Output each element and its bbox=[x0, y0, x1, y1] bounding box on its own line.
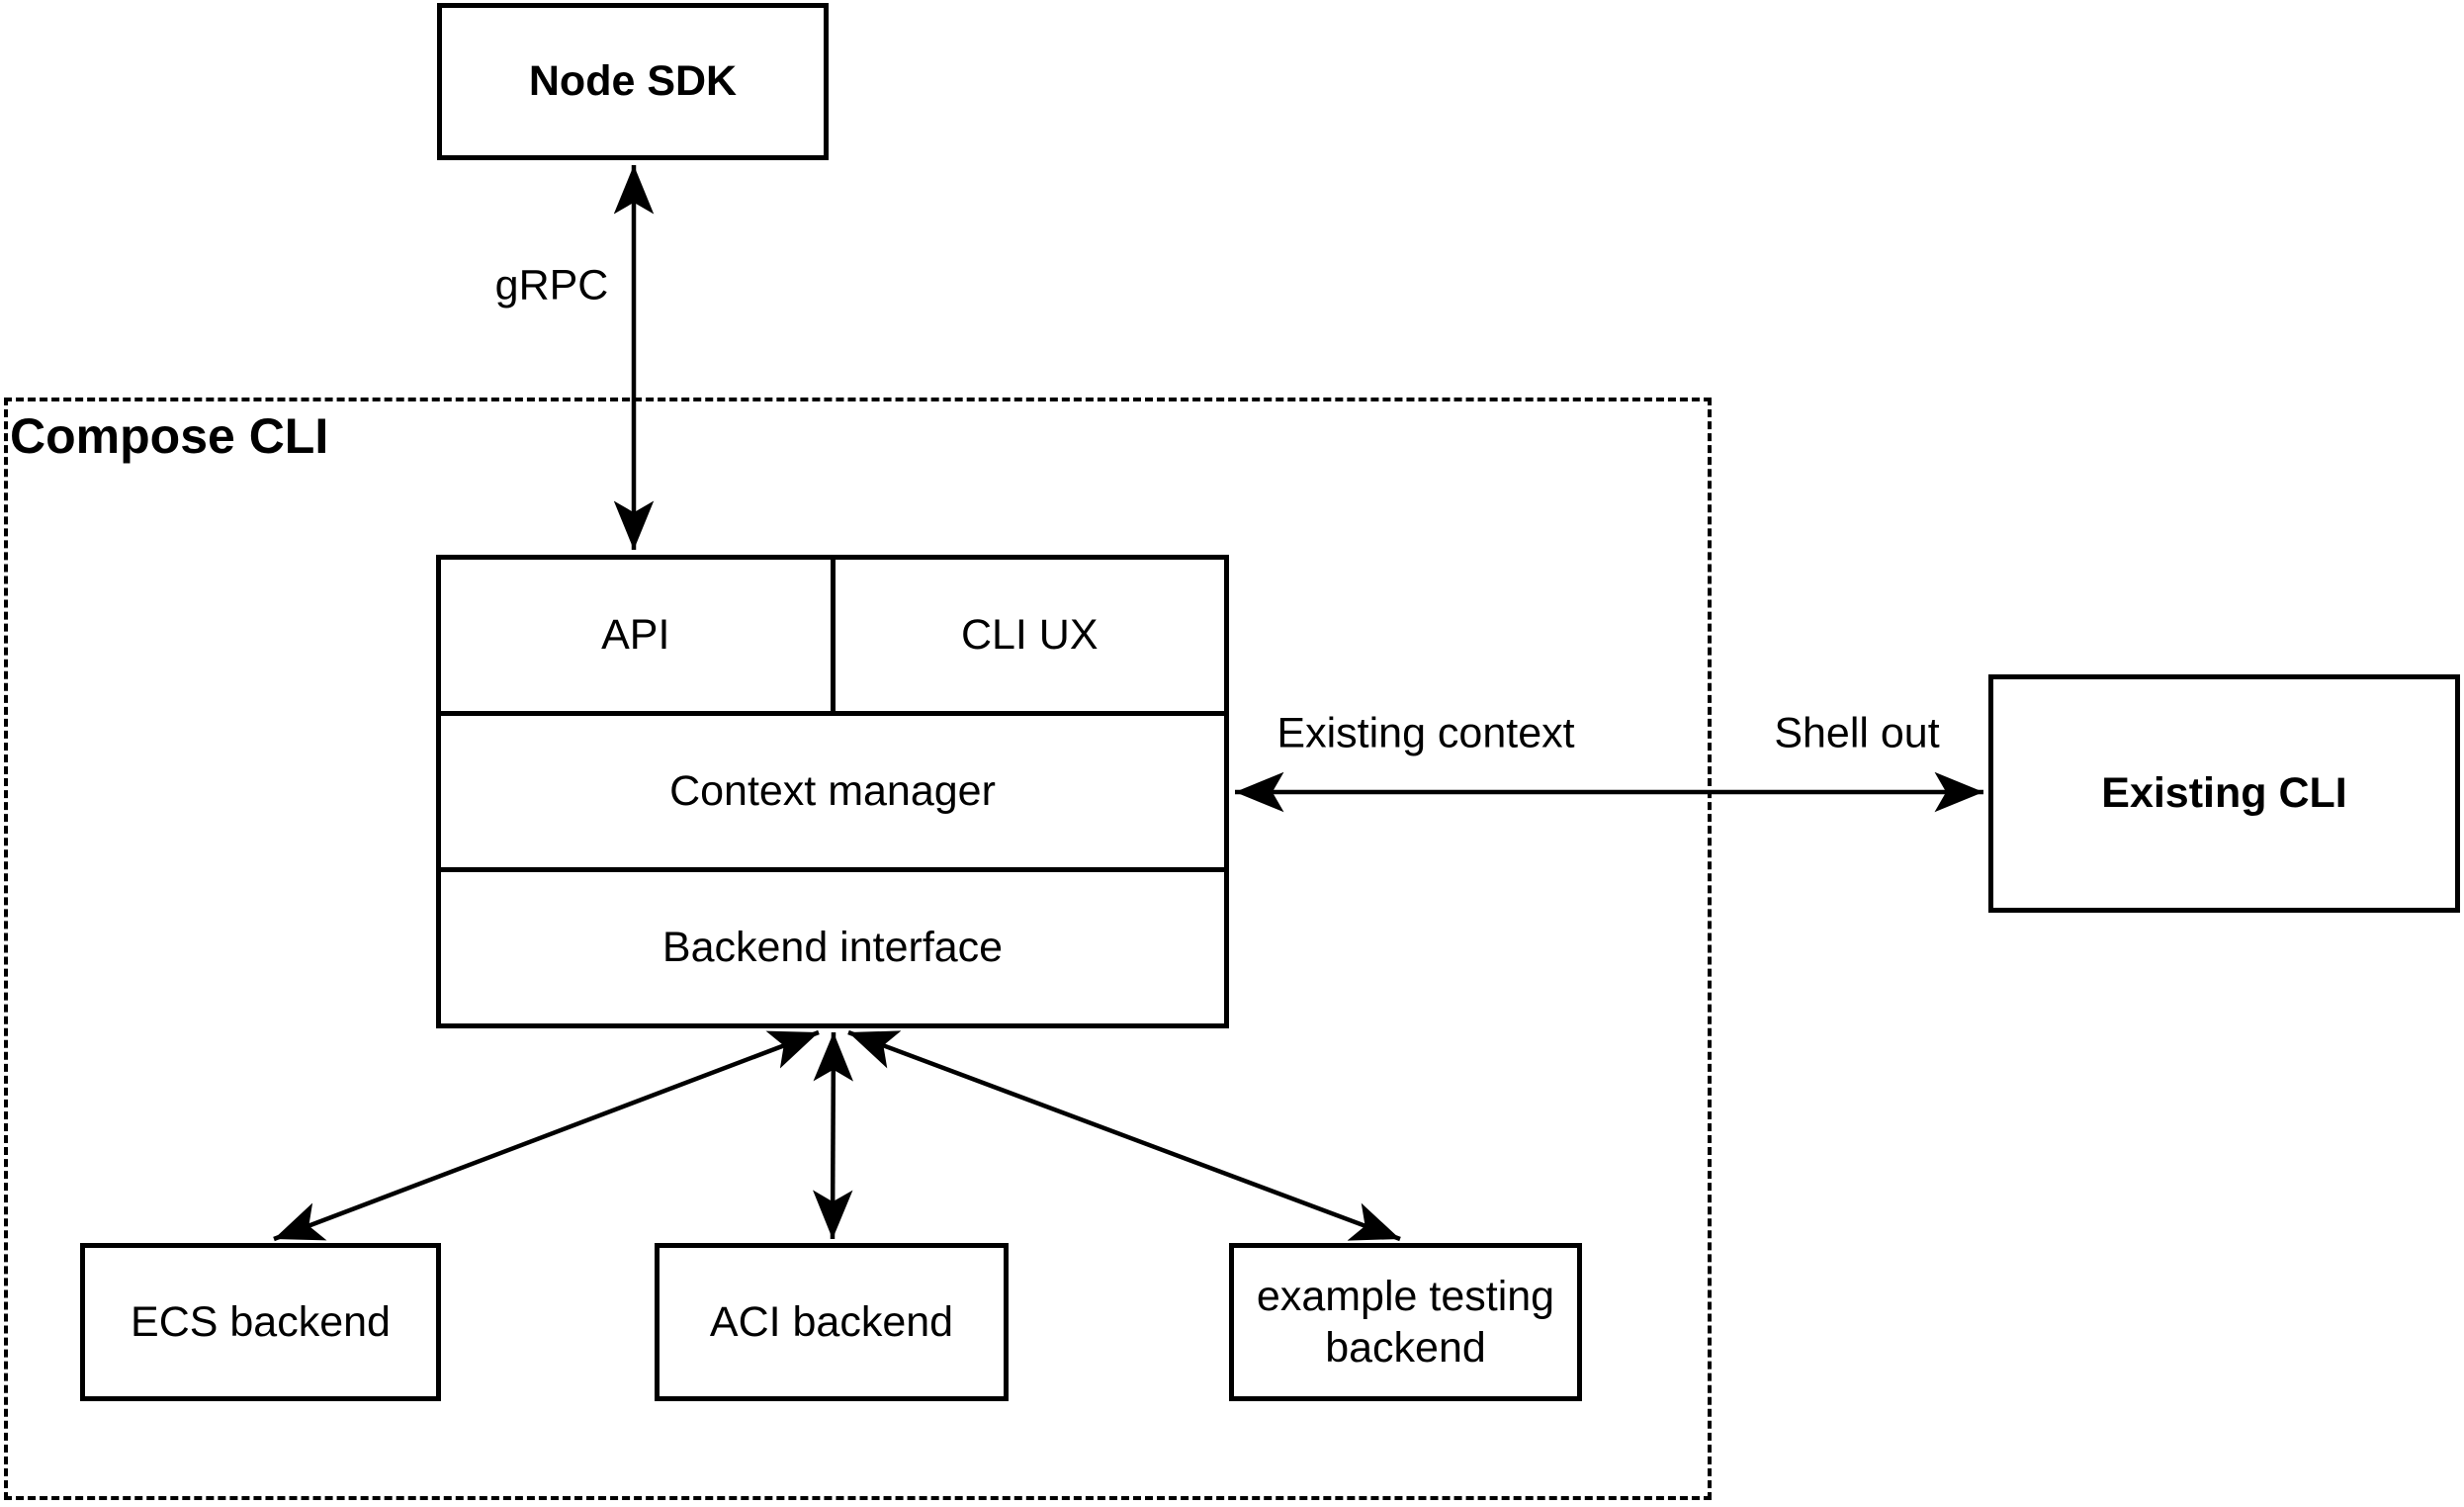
aci-backend-box: ACI backend bbox=[655, 1243, 1009, 1401]
backend-interface-row: Backend interface bbox=[441, 867, 1224, 1023]
backend-interface-cell: Backend interface bbox=[441, 872, 1224, 1023]
compose-cli-group-border bbox=[4, 398, 1712, 1500]
existing-cli-box: Existing CLI bbox=[1988, 674, 2460, 913]
api-label: API bbox=[601, 611, 670, 659]
node-sdk-label: Node SDK bbox=[528, 56, 738, 105]
aci-backend-label: ACI backend bbox=[709, 1297, 954, 1346]
node-sdk-box: Node SDK bbox=[437, 3, 829, 160]
top-row: API CLI UX bbox=[441, 560, 1224, 711]
ecs-backend-box: ECS backend bbox=[80, 1243, 441, 1401]
compose-cli-core-box: API CLI UX Context manager Backend inter… bbox=[436, 555, 1229, 1028]
example-testing-backend-label: example testing backend bbox=[1256, 1272, 1555, 1372]
context-manager-row: Context manager bbox=[441, 711, 1224, 867]
compose-cli-group-label: Compose CLI bbox=[10, 408, 329, 464]
cli-ux-cell: CLI UX bbox=[836, 560, 1225, 711]
backend-interface-label: Backend interface bbox=[661, 924, 1004, 971]
existing-cli-label: Existing CLI bbox=[2101, 768, 2347, 817]
context-manager-label: Context manager bbox=[669, 767, 996, 815]
cli-ux-label: CLI UX bbox=[960, 611, 1099, 659]
example-testing-backend-box: example testing backend bbox=[1229, 1243, 1582, 1401]
api-cell: API bbox=[441, 560, 836, 711]
shell-out-edge-label: Shell out bbox=[1770, 709, 1944, 758]
grpc-edge-label: gRPC bbox=[490, 261, 613, 310]
context-manager-cell: Context manager bbox=[441, 716, 1224, 867]
ecs-backend-label: ECS backend bbox=[131, 1297, 391, 1346]
existing-context-edge-label: Existing context bbox=[1273, 709, 1579, 758]
